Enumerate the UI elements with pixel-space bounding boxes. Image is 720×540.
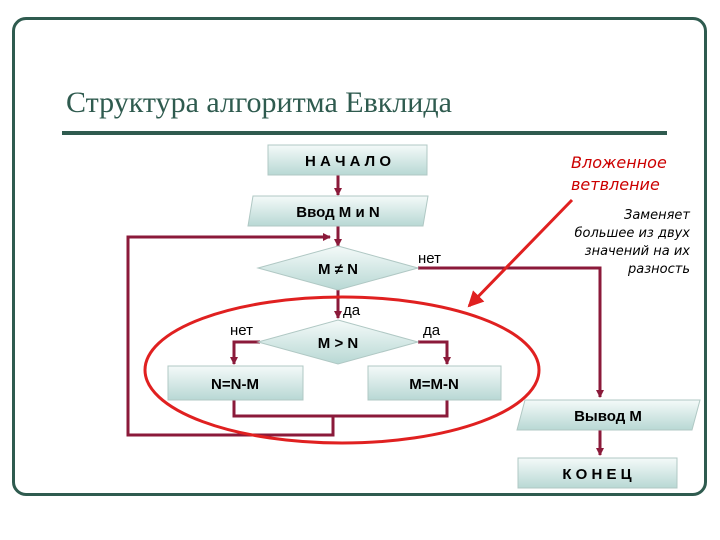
label-inner-no: нет xyxy=(230,322,253,339)
arrow-cond-no xyxy=(418,266,604,398)
connectors xyxy=(126,175,604,456)
nested-branch-note: Заменяет большее из двух значений на их … xyxy=(540,207,691,279)
label-main-yes: да xyxy=(343,302,361,319)
end-label: К О Н Е Ц xyxy=(562,466,631,483)
nested-branch-caption-line2: ветвление xyxy=(571,175,660,194)
note-line-3: значений на их xyxy=(584,244,690,259)
condition-inner-label: M > N xyxy=(318,335,358,352)
note-line-1: Заменяет xyxy=(624,208,690,223)
slide-title: Структура алгоритма Евклида xyxy=(66,86,452,119)
nested-branch-caption-line1: Вложенное xyxy=(571,153,667,172)
nested-branch-caption: Вложенное ветвление xyxy=(571,152,667,196)
arrow-inner-no xyxy=(230,340,260,365)
merge-line xyxy=(232,400,449,418)
assign-right-block xyxy=(367,365,502,401)
assign-left-label: N=N-M xyxy=(211,376,259,393)
nested-branch-highlight xyxy=(143,295,541,445)
label-inner-yes: да xyxy=(423,322,441,339)
assign-left-block xyxy=(167,365,304,401)
arrow-inner-yes xyxy=(418,340,451,365)
assign-right-label: M=M-N xyxy=(409,376,459,393)
nested-branch-pointer-arrow xyxy=(467,198,574,308)
loop-back-line xyxy=(126,233,335,437)
output-label: Вывод M xyxy=(574,408,642,425)
condition-main-block xyxy=(256,245,420,291)
condition-main-label: M ≠ N xyxy=(318,261,358,278)
note-line-2: большее из двух xyxy=(574,226,691,241)
input-block xyxy=(247,195,429,227)
end-block xyxy=(517,457,678,489)
start-block xyxy=(267,144,428,176)
start-label: Н А Ч А Л О xyxy=(305,153,391,170)
note-line-4: разность xyxy=(628,262,690,277)
label-main-no: нет xyxy=(418,250,441,267)
title-underline xyxy=(62,131,667,135)
input-label: Ввод M и N xyxy=(296,204,379,221)
output-block xyxy=(516,399,701,431)
condition-inner-block xyxy=(256,319,420,365)
